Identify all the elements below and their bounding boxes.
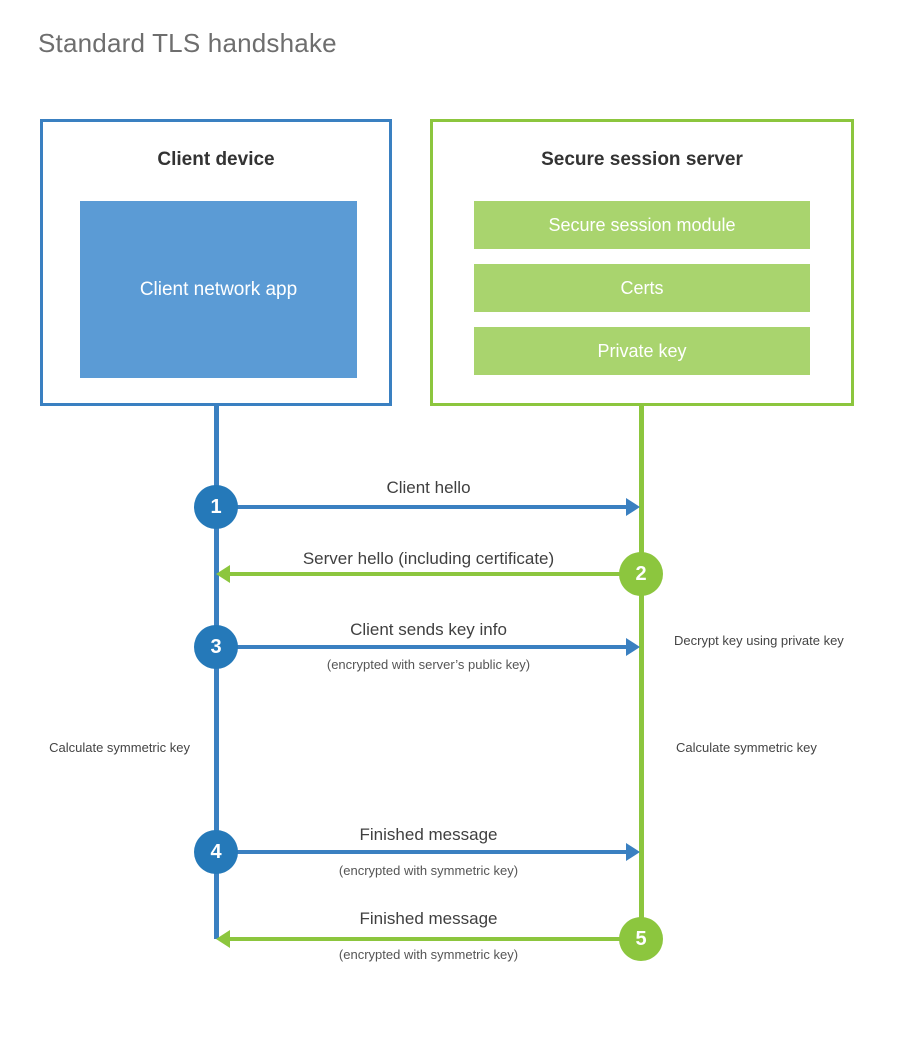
server-block-private-key: Private key: [474, 327, 810, 375]
step-3-label: Client sends key info: [350, 620, 507, 639]
secure-session-server-box: Secure session server Secure session mod…: [430, 119, 854, 406]
step-3-circle: 3: [194, 625, 238, 669]
step-4-circle: 4: [194, 830, 238, 874]
client-network-app-block: Client network app: [80, 201, 357, 378]
step-1-circle: 1: [194, 485, 238, 529]
step-2-arrow-line: [230, 572, 640, 576]
client-device-box: Client device Client network app: [40, 119, 392, 406]
step-2-arrow-head-icon: [216, 565, 230, 583]
step-3-arrow-head-icon: [626, 638, 640, 656]
step-2-label: Server hello (including certificate): [302, 549, 555, 568]
server-block-secure-session-module: Secure session module: [474, 201, 810, 249]
page-title: Standard TLS handshake: [38, 28, 337, 58]
step-3-arrow-line: [216, 645, 626, 649]
note-decrypt-key: Decrypt key using private key: [674, 633, 844, 648]
client-lifeline: [214, 403, 219, 939]
step-2-circle: 2: [619, 552, 663, 596]
server-lifeline: [639, 403, 644, 939]
note-server-calculate-symmetric-key: Calculate symmetric key: [676, 740, 817, 755]
step-5-sublabel: (encrypted with symmetric key): [338, 947, 519, 962]
note-client-calculate-symmetric-key: Calculate symmetric key: [49, 740, 190, 755]
step-3-sublabel: (encrypted with server’s public key): [326, 657, 531, 672]
secure-session-server-title: Secure session server: [541, 149, 743, 170]
step-5-circle: 5: [619, 917, 663, 961]
step-4-arrow-line: [216, 850, 626, 854]
step-5-arrow-head-icon: [216, 930, 230, 948]
step-4-arrow-head-icon: [626, 843, 640, 861]
step-4-sublabel: (encrypted with symmetric key): [338, 863, 519, 878]
step-5-arrow-line: [230, 937, 640, 941]
step-1-arrow-head-icon: [626, 498, 640, 516]
step-1-arrow-line: [216, 505, 626, 509]
step-4-label: Finished message: [359, 825, 498, 844]
step-1-label: Client hello: [386, 478, 471, 497]
client-device-title: Client device: [157, 149, 275, 170]
step-5-label: Finished message: [359, 909, 498, 928]
server-block-certs: Certs: [474, 264, 810, 312]
